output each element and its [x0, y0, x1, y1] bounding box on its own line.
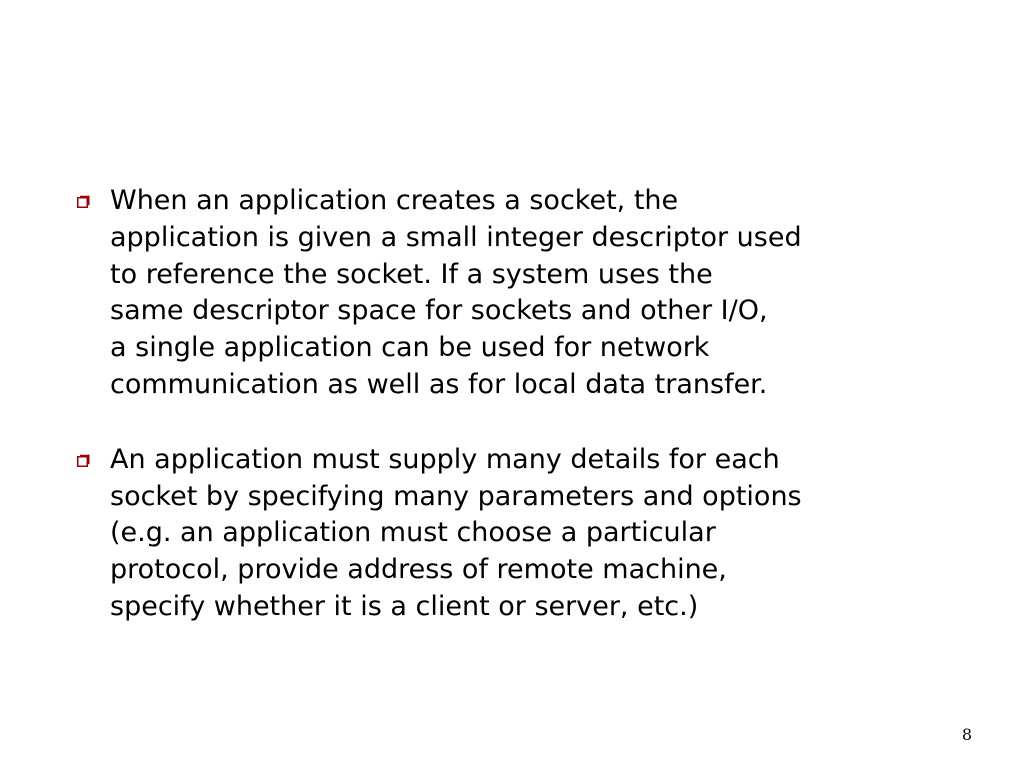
hollow-square-bullet-icon — [77, 454, 90, 467]
bullet-text: When an application creates a socket, th… — [110, 185, 802, 400]
bullet-item: An application must supply many details … — [72, 442, 952, 626]
page-number: 8 — [961, 725, 972, 744]
bullet-list: When an application creates a socket, th… — [72, 183, 952, 626]
bullet-text: An application must supply many details … — [110, 443, 802, 622]
bullet-item: When an application creates a socket, th… — [72, 183, 952, 404]
hollow-square-bullet-icon — [77, 195, 90, 208]
